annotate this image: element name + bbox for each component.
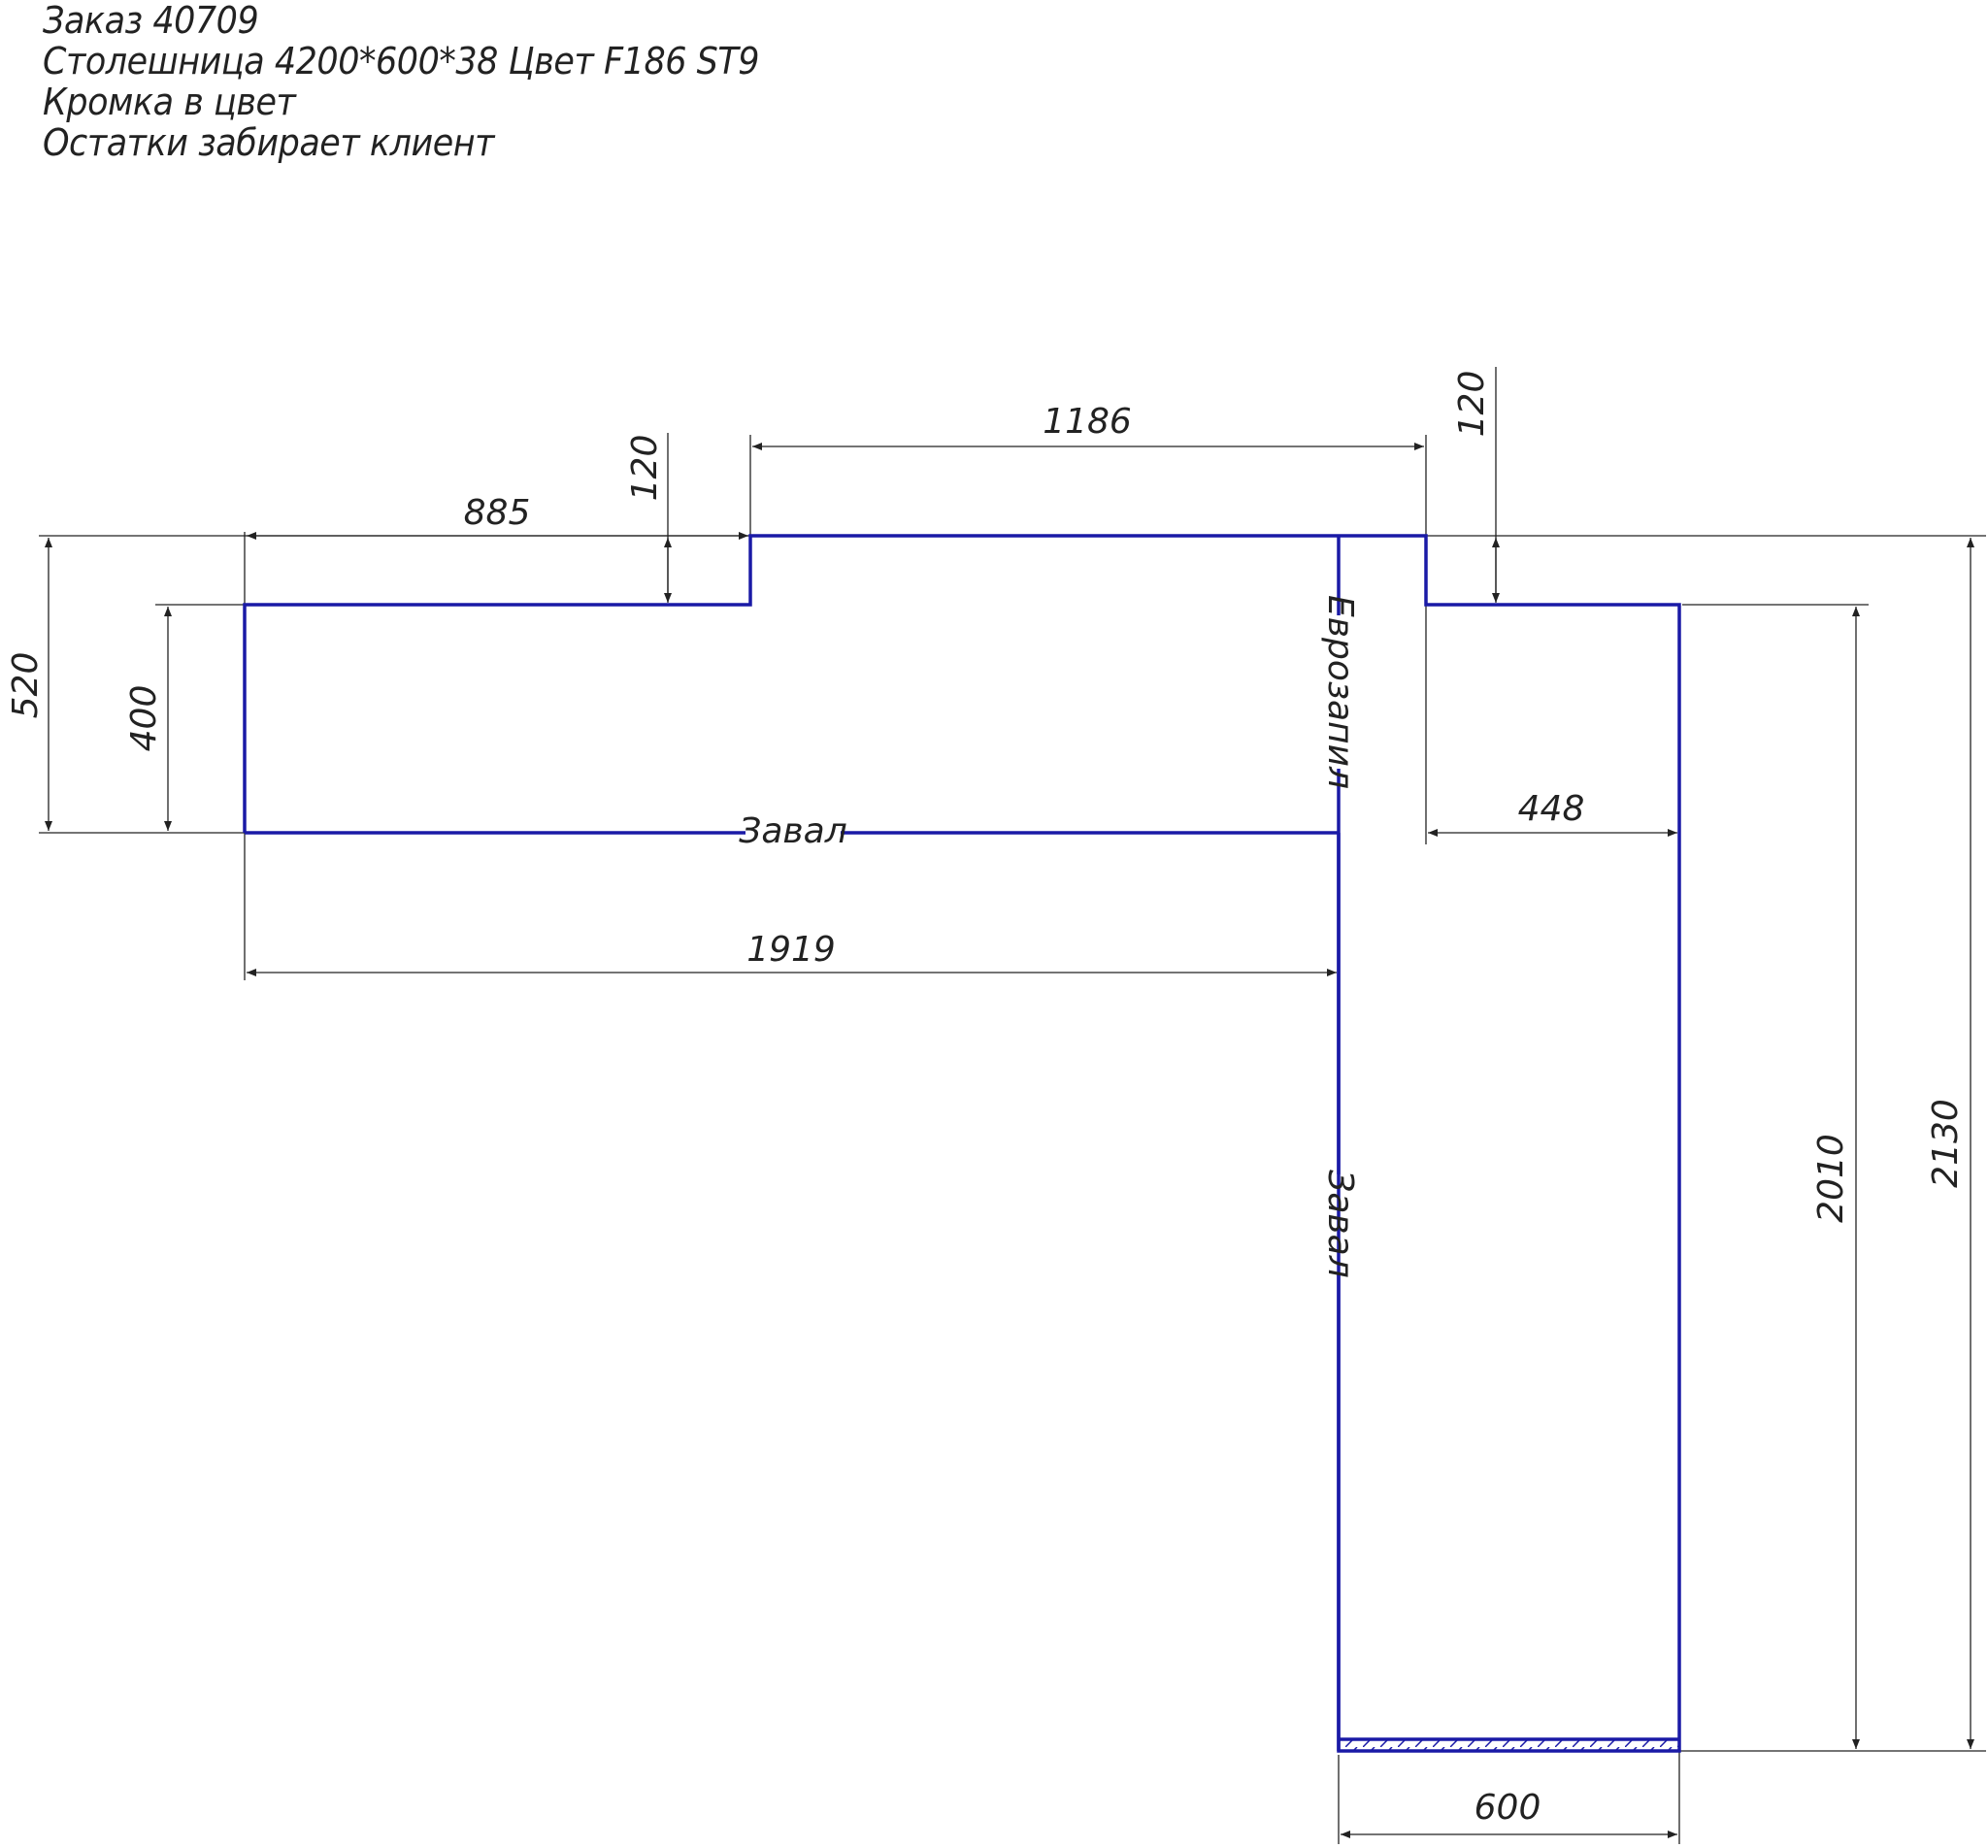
- worktop-spec: Столешница 4200*600*38 Цвет F186 ST9: [43, 40, 760, 82]
- dim-2010: 2010: [1811, 1134, 1851, 1223]
- dim-448: 448: [1518, 789, 1585, 829]
- hatched-edge-strip: [1339, 1739, 1679, 1751]
- dim-1919: 1919: [746, 930, 836, 970]
- leftovers-note: Остатки забирает клиент: [43, 121, 495, 164]
- dimension-lines: [45, 443, 1974, 1838]
- dim-885: 885: [464, 493, 531, 533]
- dim-1186: 1186: [1043, 402, 1132, 442]
- dim-520: 520: [6, 652, 46, 719]
- extension-lines: [39, 367, 1986, 1844]
- label-eurozapil: Еврозапил: [1320, 595, 1360, 789]
- dim-120-right: 120: [1452, 371, 1492, 438]
- edge-note: Кромка в цвет: [43, 81, 296, 123]
- order-notes: Заказ 40709 Столешница 4200*600*38 Цвет …: [43, 0, 760, 164]
- worktop-outline: [243, 534, 1681, 1753]
- order-number: Заказ 40709: [43, 0, 259, 42]
- dim-120-left: 120: [625, 435, 665, 502]
- dim-400: 400: [124, 685, 164, 752]
- label-zaval-horizontal: Завал: [739, 811, 846, 851]
- label-zaval-vertical: Завал: [1320, 1170, 1360, 1277]
- dim-600: 600: [1474, 1788, 1541, 1828]
- dim-2130: 2130: [1926, 1099, 1966, 1188]
